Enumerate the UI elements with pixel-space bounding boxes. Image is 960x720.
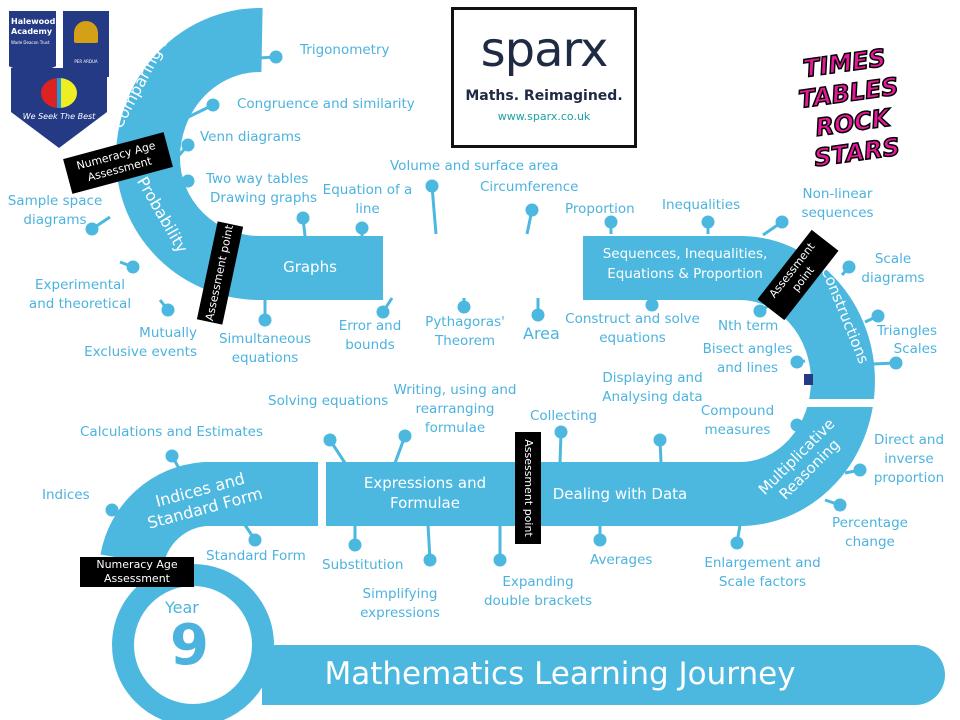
beehive-icon — [74, 21, 98, 43]
topic: Experimental and theoretical — [28, 277, 132, 312]
topic: Pythagoras' Theorem — [425, 314, 505, 349]
unit-sequences: Sequences, Inequalities, Equations & Pro… — [602, 246, 768, 282]
topic: Trigonometry — [300, 42, 390, 58]
sparx-url[interactable]: www.sparx.co.uk — [497, 110, 591, 123]
topic: Non-linear sequences — [801, 186, 874, 221]
unit-circles: Circles, Pythagoras and Prisms — [400, 246, 560, 282]
topic: Bisect angles and lines — [702, 341, 793, 376]
topic: Error and bounds — [338, 318, 402, 353]
topic: Inequalities — [662, 197, 741, 213]
topic: Solving equations — [268, 393, 389, 409]
topic: Venn diagrams — [200, 129, 302, 145]
topic: Proportion — [565, 201, 635, 217]
topic: Drawing graphs — [210, 190, 317, 206]
topic: Scales — [893, 341, 937, 357]
topic: Nth term — [718, 318, 779, 334]
unit-expressions: Expressions and Formulae — [363, 474, 487, 512]
topic: Area — [523, 324, 560, 343]
topic: Collecting — [530, 408, 598, 424]
topic: Scale diagrams — [861, 251, 925, 286]
topic: Volume and surface area — [390, 158, 559, 174]
topic: Construct and solve equations — [565, 311, 700, 346]
topic: Expanding double brackets — [483, 574, 593, 609]
topic: Calculations and Estimates — [80, 424, 263, 440]
topic: Simultaneous equations — [218, 331, 312, 366]
year-number: 9 — [170, 613, 209, 678]
tree-icon — [41, 78, 77, 108]
page-title: Mathematics Learning Journey — [324, 656, 796, 692]
topic: Two way tables — [206, 171, 309, 187]
topic: Sample space diagrams — [7, 193, 103, 228]
topic: Substitution — [322, 557, 404, 573]
sparx-logo[interactable]: sparx Maths. Reimagined. www.sparx.co.uk — [451, 7, 637, 148]
topic: Equation of a line — [322, 182, 413, 217]
ttrs-logo[interactable]: TIMES TABLES ROCK STARS — [796, 43, 902, 173]
topic: Indices — [42, 487, 90, 503]
topic: Compound measures — [700, 403, 775, 438]
topic: Percentage change — [832, 515, 908, 550]
topic: Averages — [590, 552, 653, 568]
topic: Mutually Exclusive events — [84, 325, 197, 360]
topic: Enlargement and Scale factors — [704, 555, 821, 590]
assessment-point-marker: Assessment point — [515, 432, 541, 544]
unit-data: Dealing with Data — [552, 485, 688, 503]
topic: Displaying and Analysing data — [602, 370, 703, 405]
topic: Triangles — [876, 323, 937, 339]
topic: Simplifying expressions — [360, 586, 440, 621]
topic: Congruence and similarity — [237, 96, 415, 112]
beehive-shield: PER ARDUA — [63, 11, 109, 77]
topic: Standard Form — [206, 548, 306, 564]
year-label: Year — [165, 598, 199, 617]
topic: Circumference — [480, 179, 579, 195]
topic: Direct and inverse proportion — [873, 432, 945, 486]
unit-graphs: Graphs — [283, 258, 337, 276]
topic: Writing, using and rearranging formulae — [393, 382, 517, 436]
numeracy-age-assessment-marker: Numeracy Age Assessment — [80, 557, 194, 587]
